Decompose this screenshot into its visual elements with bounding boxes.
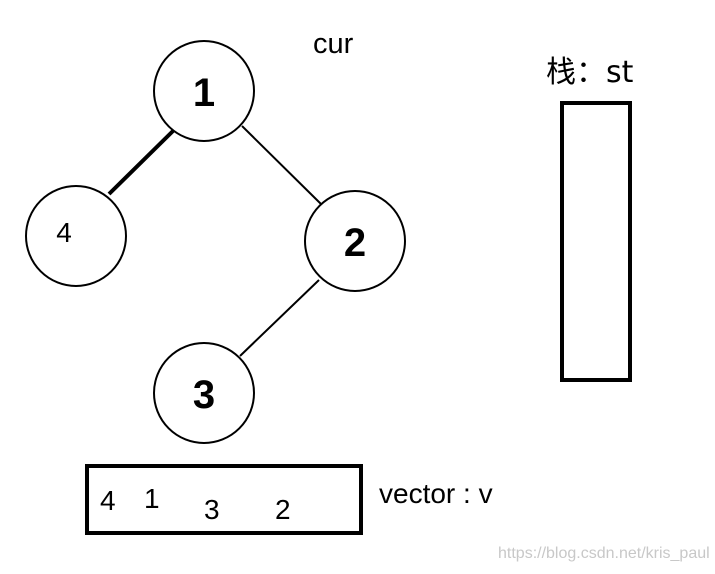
vector-label: vector : v	[379, 478, 493, 509]
cur-pointer-label: cur	[313, 28, 354, 60]
edge-2-3	[239, 279, 320, 357]
tree-node-2: 2	[304, 190, 406, 292]
watermark: https://blog.csdn.net/kris_paul	[498, 545, 710, 562]
stack-label: 栈：st	[546, 55, 634, 90]
tree-node-4: 4	[25, 185, 127, 287]
edge-1-4	[107, 128, 176, 196]
tree-node-1: 1	[153, 40, 255, 142]
vector-item: 1	[144, 483, 160, 514]
stack-box	[560, 101, 632, 382]
vector-item: 3	[204, 494, 220, 525]
node-label-3: 3	[193, 373, 215, 417]
vector-box	[85, 464, 363, 535]
node-label-2: 2	[344, 221, 366, 265]
tree-node-3: 3	[153, 342, 255, 444]
vector-item: 4	[100, 485, 116, 516]
node-label-1: 1	[193, 71, 215, 115]
vector-item: 2	[275, 494, 291, 525]
edge-1-2	[241, 125, 322, 205]
node-label-4: 4	[56, 217, 72, 248]
